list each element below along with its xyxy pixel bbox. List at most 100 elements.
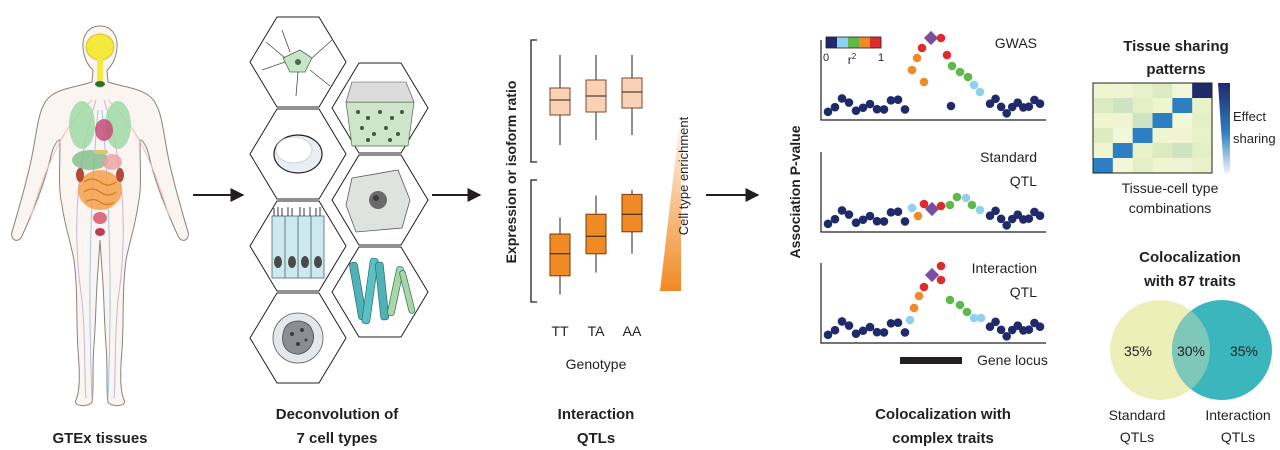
gwas-label: GWAS: [995, 35, 1037, 51]
snp-point: [985, 322, 995, 332]
heatmap-cell: [1132, 98, 1153, 114]
snp-point: [936, 33, 946, 43]
snp-point: [914, 291, 924, 301]
venn-right-percent: 35%: [1230, 343, 1258, 359]
interaction-boxplot-panel: [530, 39, 681, 303]
venn-middle-percent: 30%: [1177, 343, 1205, 359]
genotype-tick-tt: TT: [551, 323, 569, 339]
snp-point: [844, 321, 854, 330]
genotype-axis-label: Genotype: [566, 356, 627, 372]
lead-snp-diamond: [924, 267, 940, 283]
heatmap-cell: [1132, 128, 1153, 144]
snp-point: [879, 105, 889, 114]
heatmap-cell: [1093, 113, 1114, 129]
heatmap-cell: [1112, 83, 1133, 99]
boxplot-tt: [549, 55, 571, 145]
snp-point: [893, 95, 903, 105]
snp-point: [947, 61, 957, 71]
snp-point: [865, 322, 875, 332]
caption-interaction-line2: QTLs: [577, 430, 615, 447]
snp-point: [985, 99, 995, 109]
snp-point: [942, 50, 952, 60]
cell-type-enrichment-label: Cell type enrichment: [676, 116, 691, 235]
snp-point: [872, 327, 882, 337]
snp-point: [996, 214, 1006, 224]
snp-point: [969, 313, 979, 323]
heatmap-cell: [1112, 113, 1133, 129]
snp-point: [919, 199, 929, 209]
heatmap-x-label-line1: Tissue-cell type: [1122, 180, 1219, 196]
snp-point: [975, 205, 985, 215]
snp-point: [963, 72, 973, 82]
effect-sharing-label-line2: sharing: [1233, 131, 1276, 146]
snp-point: [844, 210, 854, 219]
boxplot-ta: [585, 55, 607, 140]
interaction-qtl-axis: [820, 263, 1046, 344]
gwas-points: [823, 30, 1045, 118]
snp-point: [917, 43, 927, 53]
snp-point: [991, 206, 1000, 216]
heatmap-cell: [1172, 83, 1193, 99]
colocalization-panel: [820, 30, 1046, 364]
snp-point: [913, 211, 923, 221]
snp-point: [830, 214, 840, 224]
tissue-sharing-heatmap: [1092, 82, 1230, 174]
heatmap-cell: [1152, 113, 1173, 129]
snp-point: [919, 77, 929, 87]
heatmap-cell: [1112, 158, 1133, 174]
snp-point: [967, 200, 977, 210]
lead-snp-diamond: [924, 201, 940, 217]
snp-point: [1024, 214, 1034, 223]
standard-qtl-label-line2: QTL: [1010, 173, 1037, 189]
snp-point: [1035, 322, 1045, 332]
snp-point: [1002, 332, 1011, 341]
snp-point: [907, 65, 917, 75]
hexagon-adipocyte: [249, 108, 347, 200]
heatmap-cell: [1192, 113, 1213, 129]
heatmap-cell: [1093, 158, 1114, 174]
standard-qtl-axis: [820, 152, 1046, 233]
snp-point: [912, 53, 922, 63]
heatmap-cell: [1192, 143, 1213, 159]
heatmap-cell: [1172, 113, 1193, 129]
snp-point: [823, 219, 833, 229]
snp-point: [823, 107, 833, 117]
standard-qtl-label-line1: Standard: [980, 149, 1037, 165]
boxplot-ta: [585, 195, 607, 273]
tissue-sharing-title-line2: patterns: [1146, 61, 1205, 78]
snp-point: [969, 80, 979, 90]
heatmap-cell: [1093, 143, 1114, 159]
snp-point: [837, 206, 847, 215]
snp-point: [865, 211, 875, 221]
venn-diagram: [1110, 300, 1272, 400]
genotype-tick-aa: AA: [623, 323, 642, 339]
snp-point: [851, 106, 861, 115]
caption-deconvolution-line1: Deconvolution of: [276, 406, 399, 423]
venn-left-label-line2: QTLs: [1120, 429, 1154, 445]
boxplot-aa: [621, 55, 643, 135]
r2-max-label: 1: [878, 52, 884, 64]
snp-point: [936, 261, 946, 271]
heatmap-cell: [1152, 158, 1173, 174]
hexagon-epithelium: [331, 62, 429, 154]
tissue-sharing-title-line1: Tissue sharing: [1123, 38, 1229, 55]
heatmap-cell: [1132, 83, 1153, 99]
heatmap-cell: [1152, 98, 1173, 114]
snp-point: [858, 326, 868, 336]
top-boxplots: [549, 55, 643, 145]
snp-point: [907, 203, 917, 213]
heatmap-cell: [1112, 143, 1133, 159]
human-body-illustration: [11, 25, 189, 407]
heatmap-cell: [1192, 98, 1213, 114]
snp-point: [886, 319, 896, 328]
snp-point: [905, 315, 915, 325]
boxplot-aa: [621, 190, 643, 254]
snp-point: [837, 317, 847, 326]
snp-point: [945, 295, 955, 305]
interaction-qtl-label-line2: QTL: [1010, 284, 1037, 300]
snp-point: [1024, 325, 1034, 334]
snp-point: [851, 329, 861, 338]
genotype-tick-ta: TA: [588, 323, 606, 339]
lead-snp-diamond: [923, 30, 939, 46]
cell-type-hexagons: [249, 16, 429, 384]
